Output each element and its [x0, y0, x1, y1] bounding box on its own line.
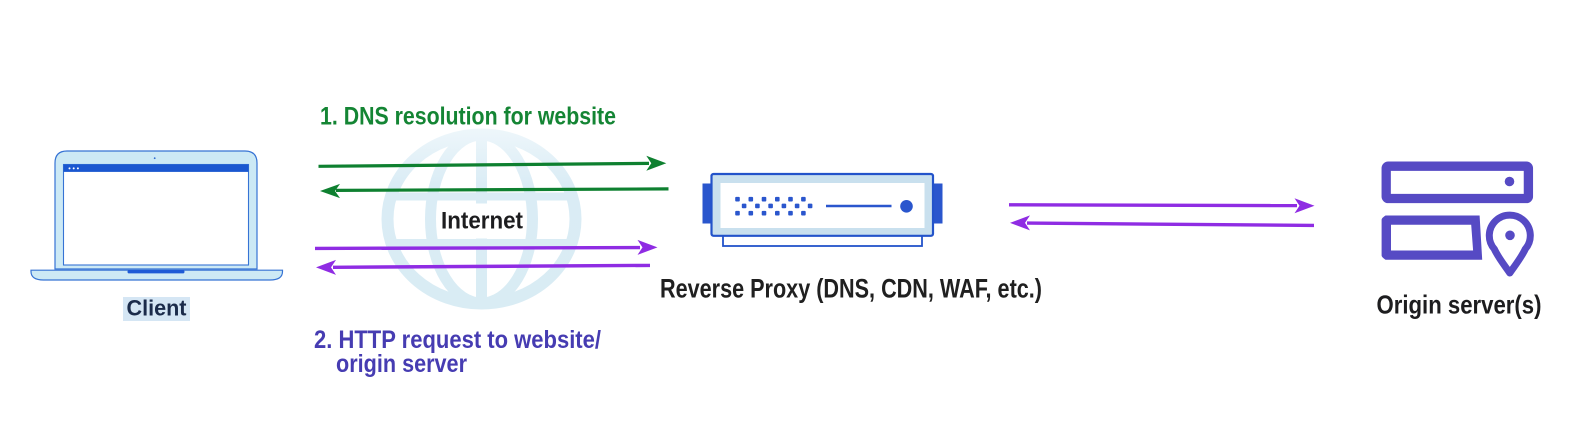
svg-text:origin server: origin server [336, 350, 467, 378]
svg-text:2. HTTP request to website/: 2. HTTP request to website/ [314, 326, 601, 354]
svg-text:Reverse Proxy (DNS, CDN, WAF,: Reverse Proxy (DNS, CDN, WAF, etc.) [660, 274, 1042, 304]
svg-text:Origin server(s): Origin server(s) [1377, 290, 1542, 320]
svg-text:Client: Client [127, 296, 188, 321]
svg-text:Internet: Internet [441, 208, 523, 235]
svg-text:1. DNS resolution for website: 1. DNS resolution for website [320, 103, 616, 131]
